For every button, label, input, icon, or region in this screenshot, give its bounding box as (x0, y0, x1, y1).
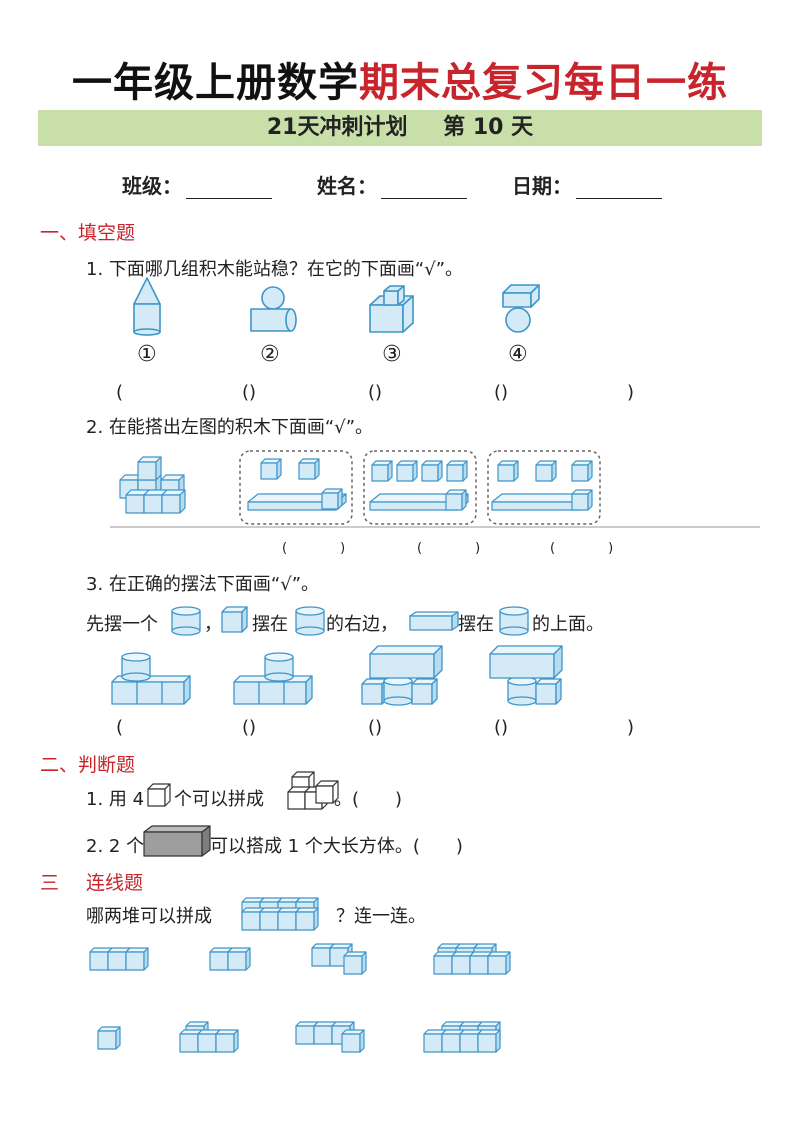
q3-answer-1[interactable]: ( ) (116, 717, 287, 738)
q1-answer-1[interactable]: ( ) (116, 382, 287, 403)
q3-answer-3[interactable]: ( ) (368, 717, 539, 738)
title-red: 期末总复习每日一练 (359, 60, 728, 106)
name-label: 姓名： (317, 174, 377, 198)
pile-top-2 (209, 947, 251, 971)
pile-bottom-3 (295, 1021, 365, 1053)
s2-q2-b[interactable]: 可以搭成 1 个大长方体。( ) (210, 836, 463, 857)
q3-answer-2[interactable]: ( ) (242, 717, 413, 738)
section-3-heading: 连线题 (86, 872, 144, 894)
q3-sentence-b: ， (204, 614, 222, 635)
date-blank[interactable] (576, 178, 662, 199)
s2-q1-c[interactable]: 。( ) (334, 789, 403, 810)
q2-answer-3[interactable]: ( ) (550, 541, 634, 556)
plan-band: 21天冲刺计划 第 10 天 (38, 110, 762, 146)
class-field: 班级： (122, 170, 272, 199)
q2-answer-1[interactable]: ( ) (282, 541, 366, 556)
q1-answer-3[interactable]: ( ) (368, 382, 539, 403)
q3-sentence-a: 先摆一个 (86, 614, 158, 635)
section-2-heading: 二、判断题 (40, 754, 136, 776)
q1-label-3: ③ (382, 342, 402, 367)
q1-label-1: ① (137, 342, 157, 367)
q1-text: 1. 下面哪几组积木能站稳？在它的下面画“√”。 (86, 259, 464, 280)
q2-option-3-frame (487, 450, 601, 525)
pile-top-3 (311, 943, 367, 975)
q2-option-1-frame (239, 450, 353, 525)
cone-on-cylinder-figure (133, 277, 161, 336)
q3-text: 3. 在正确的摆法下面画“√”。 (86, 574, 320, 595)
class-blank[interactable] (186, 178, 272, 199)
pile-top-1 (89, 947, 149, 971)
q3-option-1 (111, 652, 191, 705)
q1-label-4: ④ (508, 342, 528, 367)
q2-text: 2. 在能搭出左图的积木下面画“√”。 (86, 417, 374, 438)
pile-bottom-4 (423, 1021, 501, 1053)
name-blank[interactable] (381, 178, 467, 199)
plan-label: 21天冲刺计划 (266, 115, 408, 140)
name-field: 姓名： (317, 170, 467, 199)
q3-answer-4[interactable]: ( ) (494, 717, 665, 738)
q1-answer-2[interactable]: ( ) (242, 382, 413, 403)
q2-answer-2[interactable]: ( ) (417, 541, 501, 556)
q3-sentence-d: 的右边， (326, 614, 398, 635)
q3-sentence-f: 的上面。 (532, 614, 604, 635)
section-1-heading: 一、填空题 (40, 222, 136, 244)
s2-q1-b: 个可以拼成 (174, 789, 264, 810)
page-title: 一年级上册数学期末总复习每日一练 (0, 50, 800, 108)
q1-label-2: ② (260, 342, 280, 367)
pile-bottom-2 (179, 1021, 239, 1053)
gray-cuboid-icon (143, 825, 211, 857)
cube-on-cuboid-figure (369, 285, 414, 333)
target-row-shape (241, 897, 319, 931)
date-label: 日期： (512, 174, 572, 198)
q3-option-2 (233, 652, 313, 705)
section-3-number: 三 (40, 872, 60, 894)
q3-sentence-e: 摆在 (458, 614, 494, 635)
pile-bottom-1 (97, 1026, 121, 1050)
sphere-on-cylinder-figure (250, 286, 297, 332)
q2-option-2-frame (363, 450, 477, 525)
cube-on-sphere-figure (502, 284, 540, 333)
day-label: 第 10 天 (443, 115, 534, 140)
q3-sentence-c: 摆在 (252, 614, 288, 635)
s3-text-b: ？连一连。 (336, 906, 426, 927)
title-black: 一年级上册数学 (72, 60, 359, 106)
class-label: 班级： (122, 174, 182, 198)
s2-q2-a: 2. 2 个 (86, 836, 145, 857)
date-field: 日期： (512, 170, 662, 199)
pile-top-4 (433, 943, 511, 975)
s3-text-a: 哪两堆可以拼成 (86, 906, 212, 927)
q1-answer-4[interactable]: ( ) (494, 382, 665, 403)
s2-q1-a: 1. 用 4 (86, 789, 145, 810)
